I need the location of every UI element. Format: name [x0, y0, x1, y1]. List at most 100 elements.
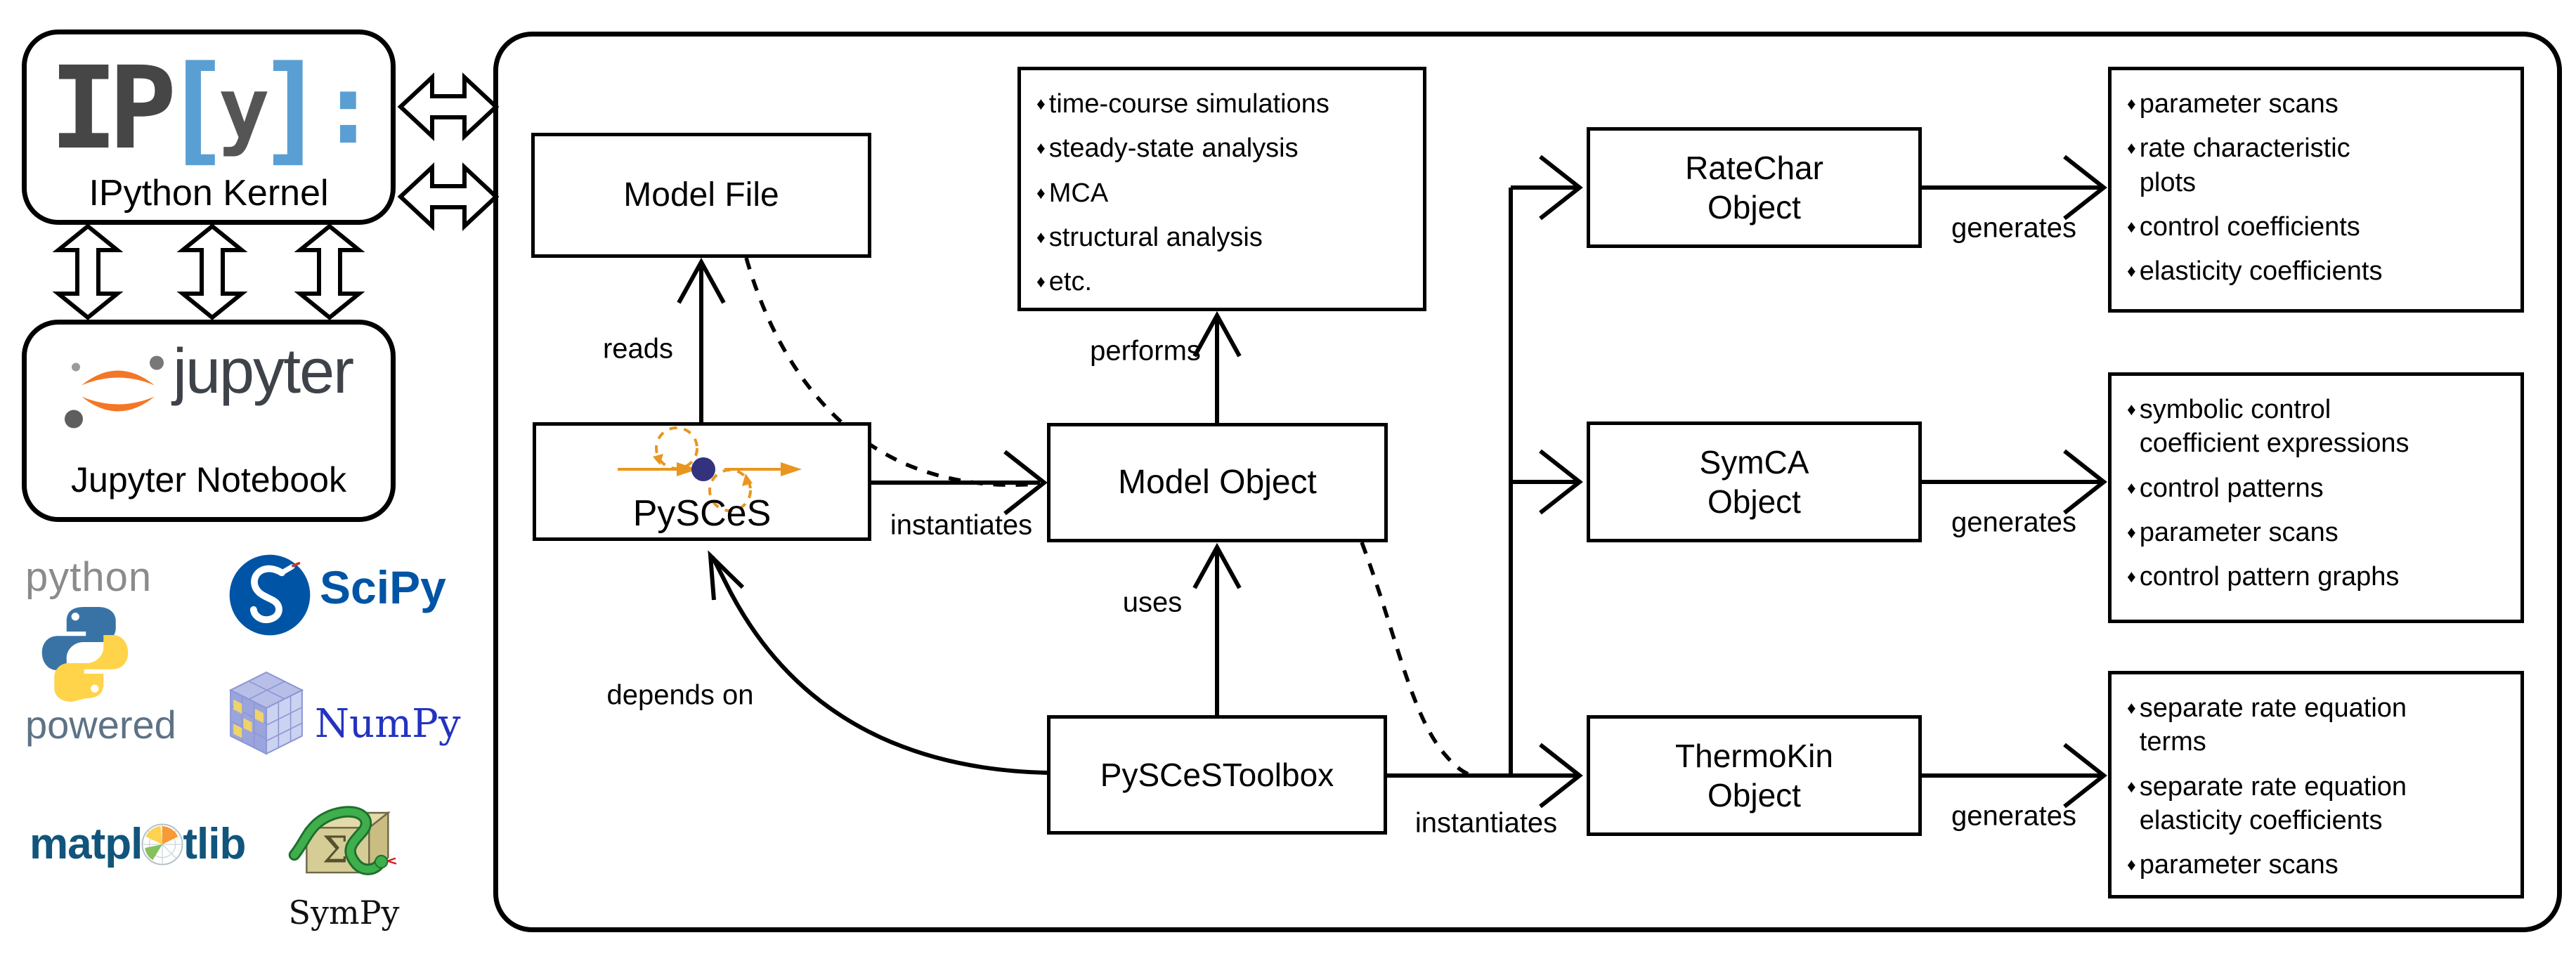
pysces-toolbox-label: PySCeSToolbox: [1100, 756, 1334, 793]
kernel-notebook-double-arrow-3: [294, 223, 365, 320]
list-item-text: structural analysis: [1048, 222, 1263, 252]
symca-object-label: SymCA Object: [1699, 443, 1809, 520]
numpy-icon: [228, 671, 304, 755]
model-capabilities-list: ♦time-course simulations♦steady-state an…: [1017, 67, 1426, 311]
list-item: ♦rate characteristic plots: [2127, 131, 2511, 200]
ipython-logo-ip: IP: [49, 43, 176, 175]
list-item: ♦elasticity coefficients: [2127, 254, 2511, 288]
list-item-text: parameter scans: [2139, 517, 2338, 547]
matplotlib-label-suffix: tlib: [183, 820, 246, 868]
instantiates-toolbox-label: instantiates: [1414, 807, 1558, 839]
diamond-bullet-icon: ♦: [1036, 227, 1046, 247]
generates-arrow-ratechar: [1922, 155, 2107, 221]
list-item-text: parameter scans: [2139, 89, 2338, 119]
numpy-label: NumPy: [315, 701, 461, 747]
list-item: ♦separate rate equation elasticity coeff…: [2127, 770, 2511, 838]
list-item: ♦symbolic control coefficient expression…: [2127, 393, 2511, 461]
instantiates-model-label: instantiates: [890, 509, 1033, 541]
generates-arrow-symca: [1922, 449, 2107, 515]
branch-arrow-symca: [1511, 449, 1583, 515]
diamond-bullet-icon: ♦: [1036, 94, 1046, 114]
ratechar-object-box: RateChar Object: [1587, 127, 1922, 248]
symca-object-box: SymCA Object: [1587, 422, 1922, 542]
ratechar-object-label: RateChar Object: [1685, 149, 1823, 226]
generates-ratechar-label: generates: [1951, 212, 2076, 244]
pysces-box: PySCeS: [533, 422, 871, 541]
uses-arrow: [1192, 542, 1242, 715]
diamond-bullet-icon: ♦: [2127, 855, 2136, 875]
diamond-bullet-icon: ♦: [2127, 478, 2136, 498]
list-item-text: parameter scans: [2139, 850, 2338, 880]
kernel-notebook-double-arrow-2: [176, 223, 248, 320]
scipy-icon: [229, 554, 311, 636]
ipython-logo-colon: :: [318, 51, 377, 166]
diamond-bullet-icon: ♦: [2127, 261, 2136, 281]
python-icon: [41, 607, 129, 702]
pysces-toolbox-box: PySCeSToolbox: [1047, 715, 1387, 835]
sympy-icon: Σ: [288, 806, 397, 875]
diamond-bullet-icon: ♦: [2127, 776, 2136, 797]
jupyter-logo-icon: [65, 355, 164, 429]
diamond-bullet-icon: ♦: [2127, 522, 2136, 542]
list-item-text: time-course simulations: [1048, 89, 1329, 119]
list-item: ♦parameter scans: [2127, 87, 2511, 121]
ipython-kernel-label: IPython Kernel: [89, 173, 329, 214]
modelfile-dashed-dependency: [744, 257, 1039, 488]
list-item-text: rate characteristic plots: [2139, 133, 2350, 197]
list-item-text: elasticity coefficients: [2139, 256, 2383, 286]
python-powered-logo: python powered: [25, 554, 176, 747]
model-object-box: Model Object: [1047, 423, 1388, 542]
thermokin-outputs-list: ♦separate rate equation terms♦separate r…: [2108, 671, 2524, 899]
pysces-reaction-icon: [618, 426, 802, 512]
jupyter-wordmark: jupyter: [173, 336, 354, 407]
list-item: ♦control pattern graphs: [2127, 560, 2511, 594]
diamond-bullet-icon: ♦: [2127, 94, 2136, 114]
symca-outputs-list: ♦symbolic control coefficient expression…: [2108, 372, 2524, 623]
reads-arrow: [677, 257, 726, 422]
model-file-label: Model File: [623, 176, 779, 214]
list-item-text: steady-state analysis: [1048, 133, 1299, 164]
model-file-box: Model File: [531, 133, 871, 258]
ipython-logo-close-bracket: ]: [256, 40, 327, 178]
pysces-label: PySCeS: [632, 493, 772, 534]
list-item-text: control coefficients: [2139, 211, 2360, 242]
thermokin-object-box: ThermoKin Object: [1587, 715, 1922, 836]
generates-thermokin-label: generates: [1951, 800, 2076, 832]
list-item-text: control patterns: [2139, 473, 2324, 503]
sympy-label: SymPy: [288, 894, 400, 932]
diamond-bullet-icon: ♦: [1036, 138, 1046, 159]
list-item: ♦separate rate equation terms: [2127, 691, 2511, 759]
reads-label: reads: [602, 333, 674, 365]
jupyter-notebook-box: jupyter Jupyter Notebook: [22, 320, 396, 522]
list-item: ♦time-course simulations: [1036, 87, 1413, 121]
scipy-label: SciPy: [320, 561, 446, 613]
uses-label: uses: [1122, 587, 1183, 618]
list-item-text: control pattern graphs: [2139, 562, 2400, 592]
matplotlib-label-prefix: matpl: [30, 820, 143, 868]
list-item: ♦control patterns: [2127, 471, 2511, 505]
matplotlib-icon: [141, 823, 183, 865]
list-item: ♦parameter scans: [2127, 848, 2511, 882]
sympy-sigma-glyph: Σ: [322, 830, 348, 872]
performs-label: performs: [1090, 335, 1201, 367]
ratechar-outputs-list: ♦parameter scans♦rate characteristic plo…: [2108, 67, 2524, 313]
list-item-text: separate rate equation terms: [2139, 693, 2407, 757]
list-item: ♦etc.: [1036, 265, 1413, 299]
ipython-kernel-box: IP[y]: IPython Kernel: [22, 30, 396, 225]
diamond-bullet-icon: ♦: [2127, 567, 2136, 587]
depends-on-label: depends on: [606, 679, 754, 711]
thermokin-object-label: ThermoKin Object: [1675, 737, 1833, 813]
depends-on-arrow: [708, 550, 1048, 775]
kernel-panel-double-arrow-1: [397, 72, 500, 141]
diamond-bullet-icon: ♦: [2127, 698, 2136, 718]
python-wordmark: python: [25, 554, 152, 600]
kernel-notebook-double-arrow-1: [52, 223, 124, 320]
branch-arrow-ratechar: [1511, 155, 1583, 221]
pysces-environment-panel: [493, 32, 2562, 932]
ipython-logo-y: y: [218, 59, 271, 159]
list-item-text: MCA: [1048, 178, 1109, 208]
generates-symca-label: generates: [1951, 507, 2076, 538]
diamond-bullet-icon: ♦: [1036, 183, 1046, 203]
